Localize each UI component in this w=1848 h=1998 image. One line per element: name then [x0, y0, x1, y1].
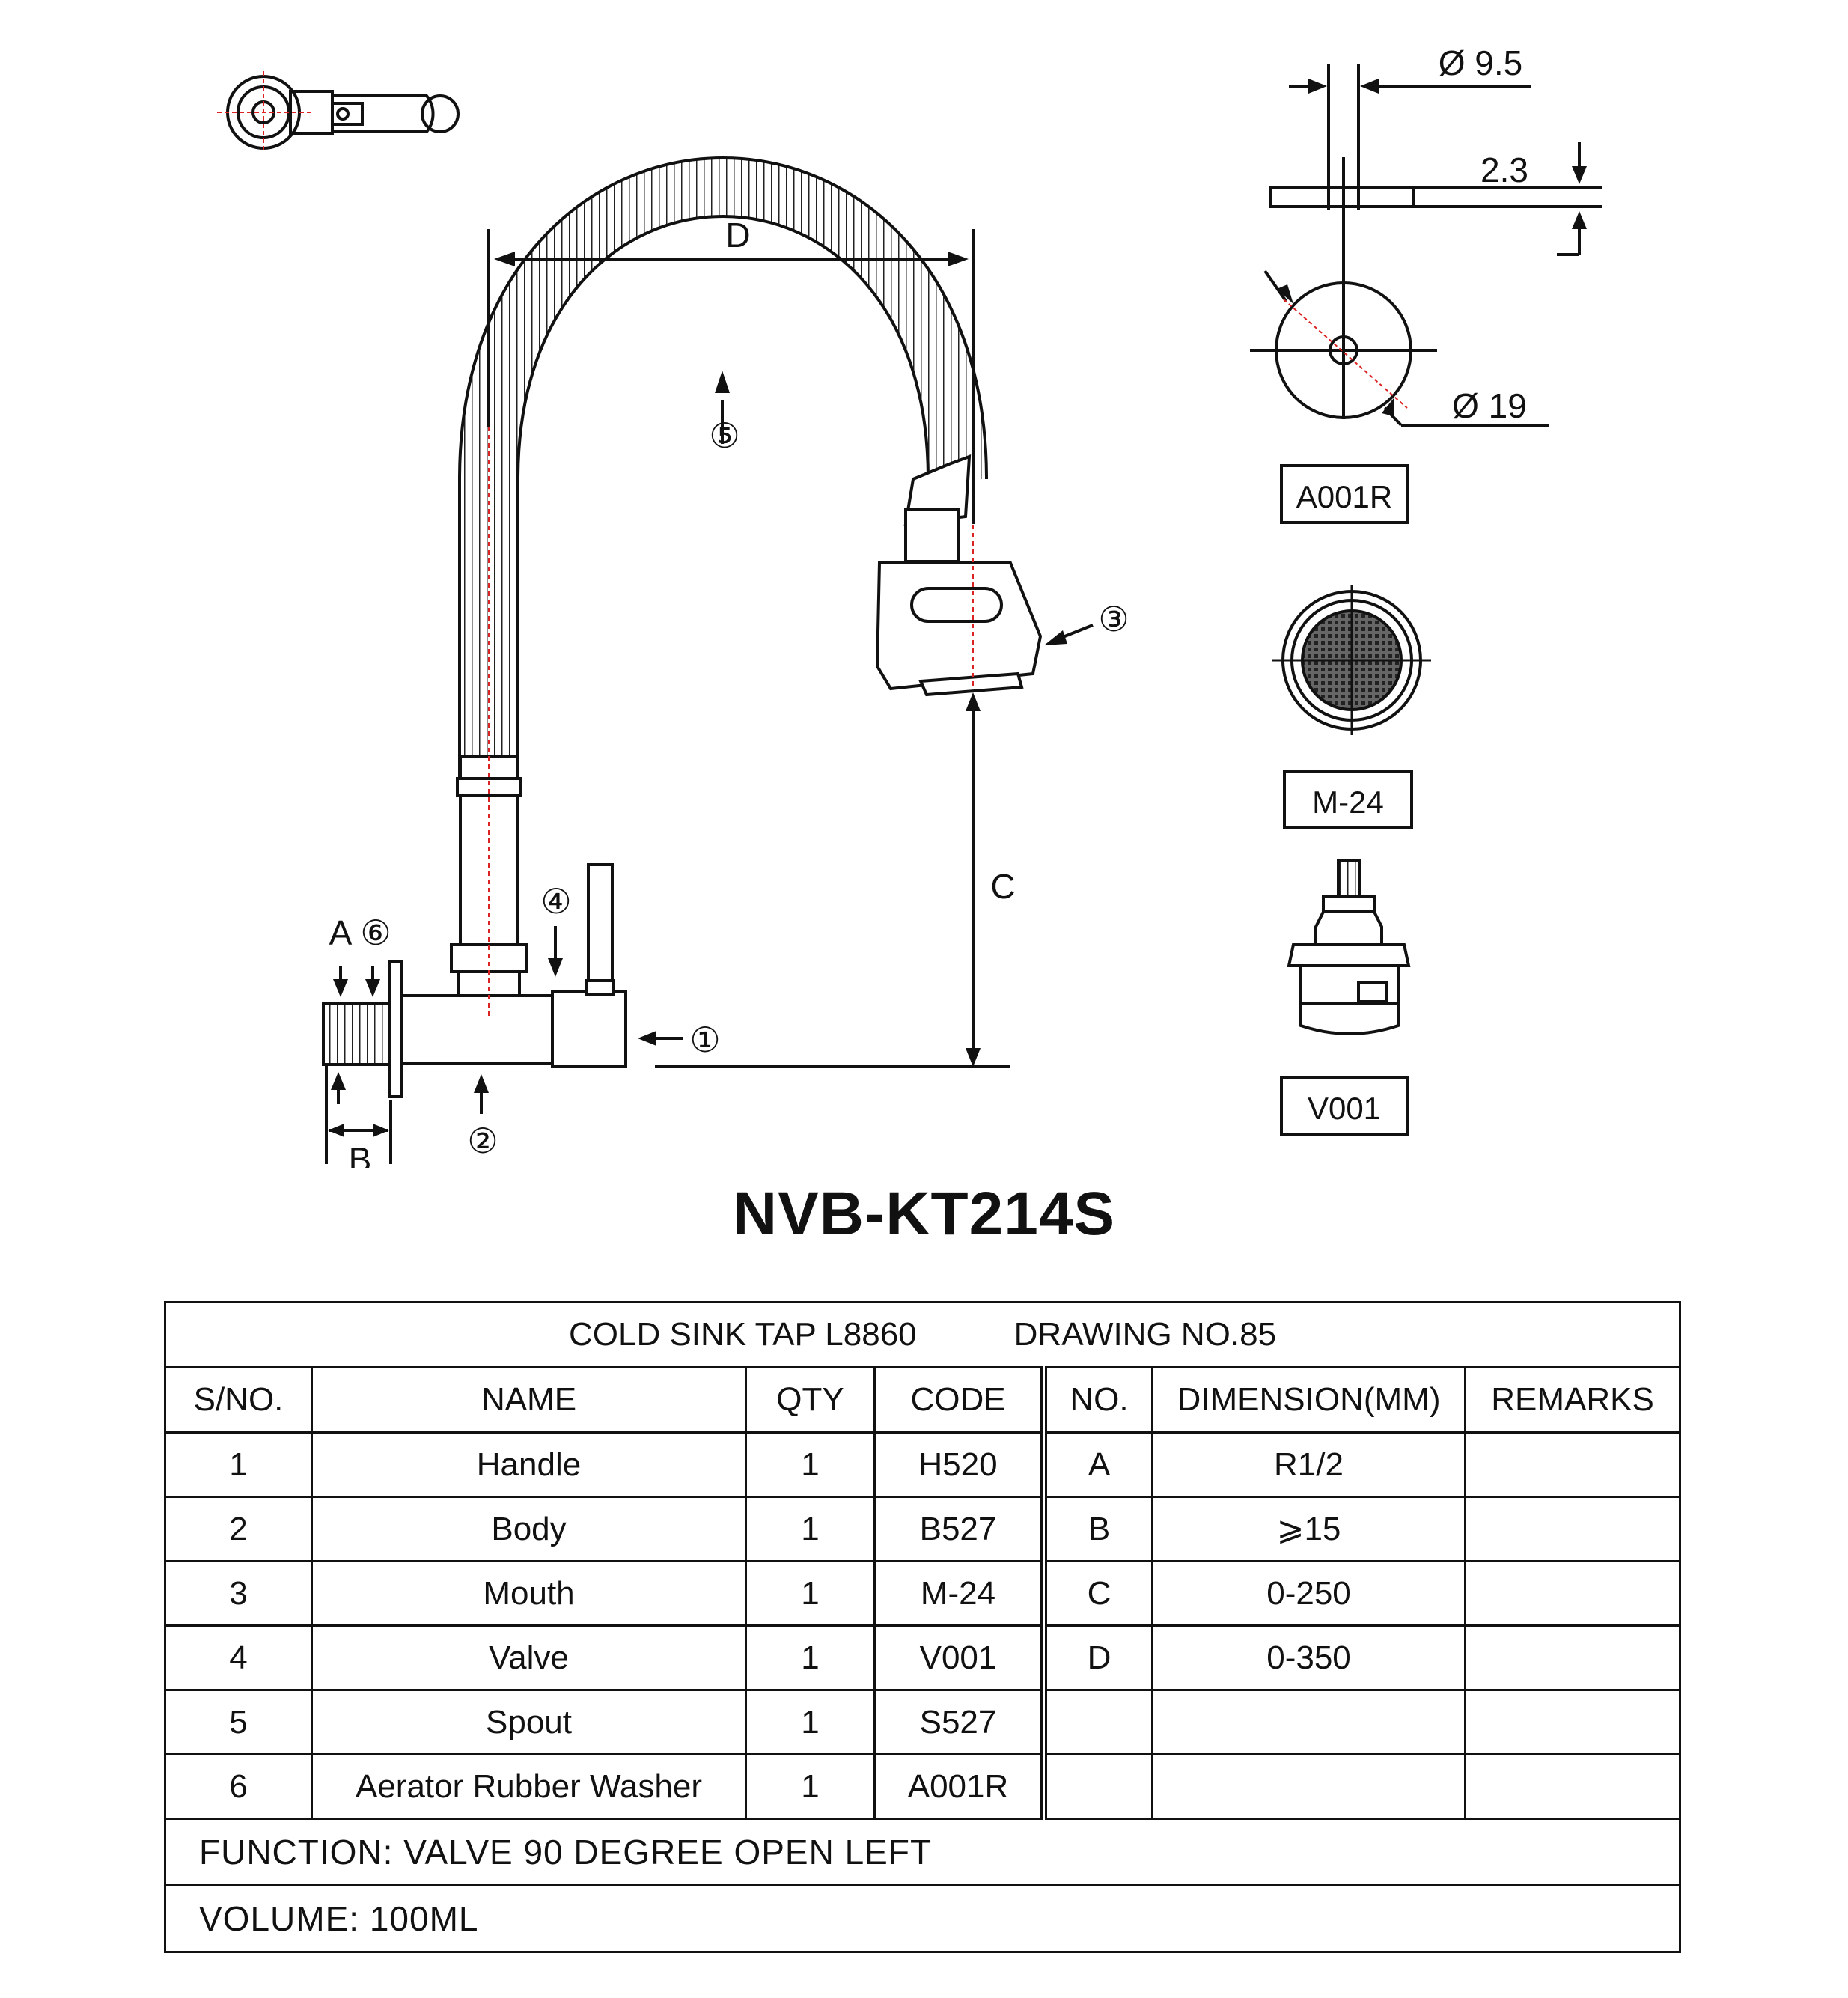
header-row: S/NO. NAME QTY CODE NO. DIMENSION(MM) RE… [164, 1366, 1682, 1434]
model-title: NVB-KT214S [732, 1180, 1116, 1248]
table-row: 5 Spout 1 S527 [164, 1689, 1682, 1755]
cell-name: Aerator Rubber Washer [311, 1753, 747, 1820]
cell-no [1043, 1753, 1153, 1820]
cell-qty: 1 [745, 1753, 876, 1820]
part-tag-a001r: A001R [1296, 479, 1392, 514]
cell-sno: 1 [164, 1431, 313, 1498]
callout-5: ⑤ [709, 416, 739, 455]
callout-6: ⑥ [360, 913, 391, 952]
cell-remarks [1463, 1689, 1682, 1755]
function-row: FUNCTION: VALVE 90 DEGREE OPEN LEFT [163, 1818, 1682, 1886]
part-tag-m24: M-24 [1312, 785, 1384, 820]
center-lines [488, 427, 974, 1018]
cell-remarks [1463, 1624, 1682, 1691]
cell-remarks [1463, 1560, 1682, 1627]
table-row: 2 Body 1 B527 B ⩾15 [164, 1496, 1682, 1562]
cell-code: V001 [873, 1624, 1047, 1691]
cell-dimension: 0-350 [1151, 1624, 1466, 1691]
cell-qty: 1 [745, 1431, 876, 1498]
cell-sno: 2 [164, 1496, 313, 1562]
cell-no [1043, 1689, 1153, 1755]
tap-body [322, 863, 627, 1098]
flexible-spout [458, 156, 988, 786]
dim-phi-19: Ø 19 [1452, 386, 1527, 425]
cell-sno: 4 [164, 1624, 313, 1691]
cell-code: S527 [873, 1689, 1047, 1755]
table-row: 6 Aerator Rubber Washer 1 A001R [164, 1753, 1682, 1820]
function-text: FUNCTION: VALVE 90 DEGREE OPEN LEFT [163, 1818, 1682, 1886]
cell-qty: 1 [745, 1560, 876, 1627]
volume-text: VOLUME: 100ML [163, 1884, 1682, 1953]
cell-code: B527 [873, 1496, 1047, 1562]
dim-label-d: D [725, 216, 750, 255]
cell-sno: 3 [164, 1560, 313, 1627]
cell-dimension [1151, 1689, 1466, 1755]
washer-detail [1250, 64, 1602, 524]
cell-remarks [1463, 1753, 1682, 1820]
cell-dimension: ⩾15 [1151, 1496, 1466, 1562]
cell-sno: 6 [164, 1753, 313, 1820]
callout-1: ① [689, 1020, 720, 1059]
cell-no: C [1043, 1560, 1153, 1627]
cell-code: A001R [873, 1753, 1047, 1820]
spray-head [875, 454, 1043, 697]
header-remarks: REMARKS [1463, 1366, 1682, 1434]
cell-name: Body [311, 1496, 747, 1562]
volume-row: VOLUME: 100ML [163, 1884, 1682, 1953]
callout-4: ④ [540, 882, 571, 921]
cell-qty: 1 [745, 1624, 876, 1691]
top-plan-view [217, 71, 460, 153]
cell-dimension [1151, 1753, 1466, 1820]
aerator-detail [1272, 585, 1431, 829]
cell-dimension: 0-250 [1151, 1560, 1466, 1627]
table-row: 4 Valve 1 V001 D 0-350 [164, 1624, 1682, 1691]
header-no: NO. [1043, 1366, 1153, 1434]
cartridge-detail [1280, 859, 1411, 1136]
cell-no: B [1043, 1496, 1153, 1562]
spec-table: COLD SINK TAP L8860 DRAWING NO.85 S/NO. N… [163, 1301, 1682, 1953]
callout-3: ③ [1098, 600, 1129, 639]
header-code: CODE [873, 1366, 1047, 1434]
table-row: 1 Handle 1 H520 A R1/2 [164, 1431, 1682, 1498]
dim-phi-9-5: Ø 9.5 [1439, 43, 1523, 82]
cell-name: Mouth [311, 1560, 747, 1627]
product-name: COLD SINK TAP L8860 [568, 1316, 917, 1353]
header-name: NAME [311, 1366, 747, 1434]
dim-thickness: 2.3 [1480, 150, 1528, 189]
dim-label-c: C [990, 867, 1015, 906]
table-row: 3 Mouth 1 M-24 C 0-250 [164, 1560, 1682, 1627]
cell-code: M-24 [873, 1560, 1047, 1627]
callout-arrows [331, 371, 1094, 1114]
dimension-lines [325, 229, 1010, 1164]
callout-2: ② [467, 1121, 498, 1160]
cell-remarks [1463, 1431, 1682, 1498]
cell-qty: 1 [745, 1496, 876, 1562]
cell-name: Handle [311, 1431, 747, 1498]
header-sno: S/NO. [164, 1366, 313, 1434]
cell-no: D [1043, 1624, 1153, 1691]
cell-no: A [1043, 1431, 1153, 1498]
cell-remarks [1463, 1496, 1682, 1562]
part-tag-v001: V001 [1308, 1091, 1381, 1126]
header-qty: QTY [745, 1366, 876, 1434]
dim-label-b: B [349, 1140, 372, 1168]
cell-dimension: R1/2 [1151, 1431, 1466, 1498]
header-dimension: DIMENSION(MM) [1151, 1366, 1466, 1434]
cell-name: Spout [311, 1689, 747, 1755]
dim-label-a: A [329, 913, 353, 952]
cell-sno: 5 [164, 1689, 313, 1755]
cell-qty: 1 [745, 1689, 876, 1755]
cell-code: H520 [873, 1431, 1047, 1498]
technical-drawing: D C A B ① ② ③ ④ ⑤ ⑥ Ø 9.5 2.3 Ø 19 A001 [217, 43, 1602, 1168]
cell-name: Valve [311, 1624, 747, 1691]
drawing-number: DRAWING NO.85 [1013, 1316, 1277, 1353]
banner-row: COLD SINK TAP L8860 DRAWING NO.85 [163, 1301, 1682, 1368]
